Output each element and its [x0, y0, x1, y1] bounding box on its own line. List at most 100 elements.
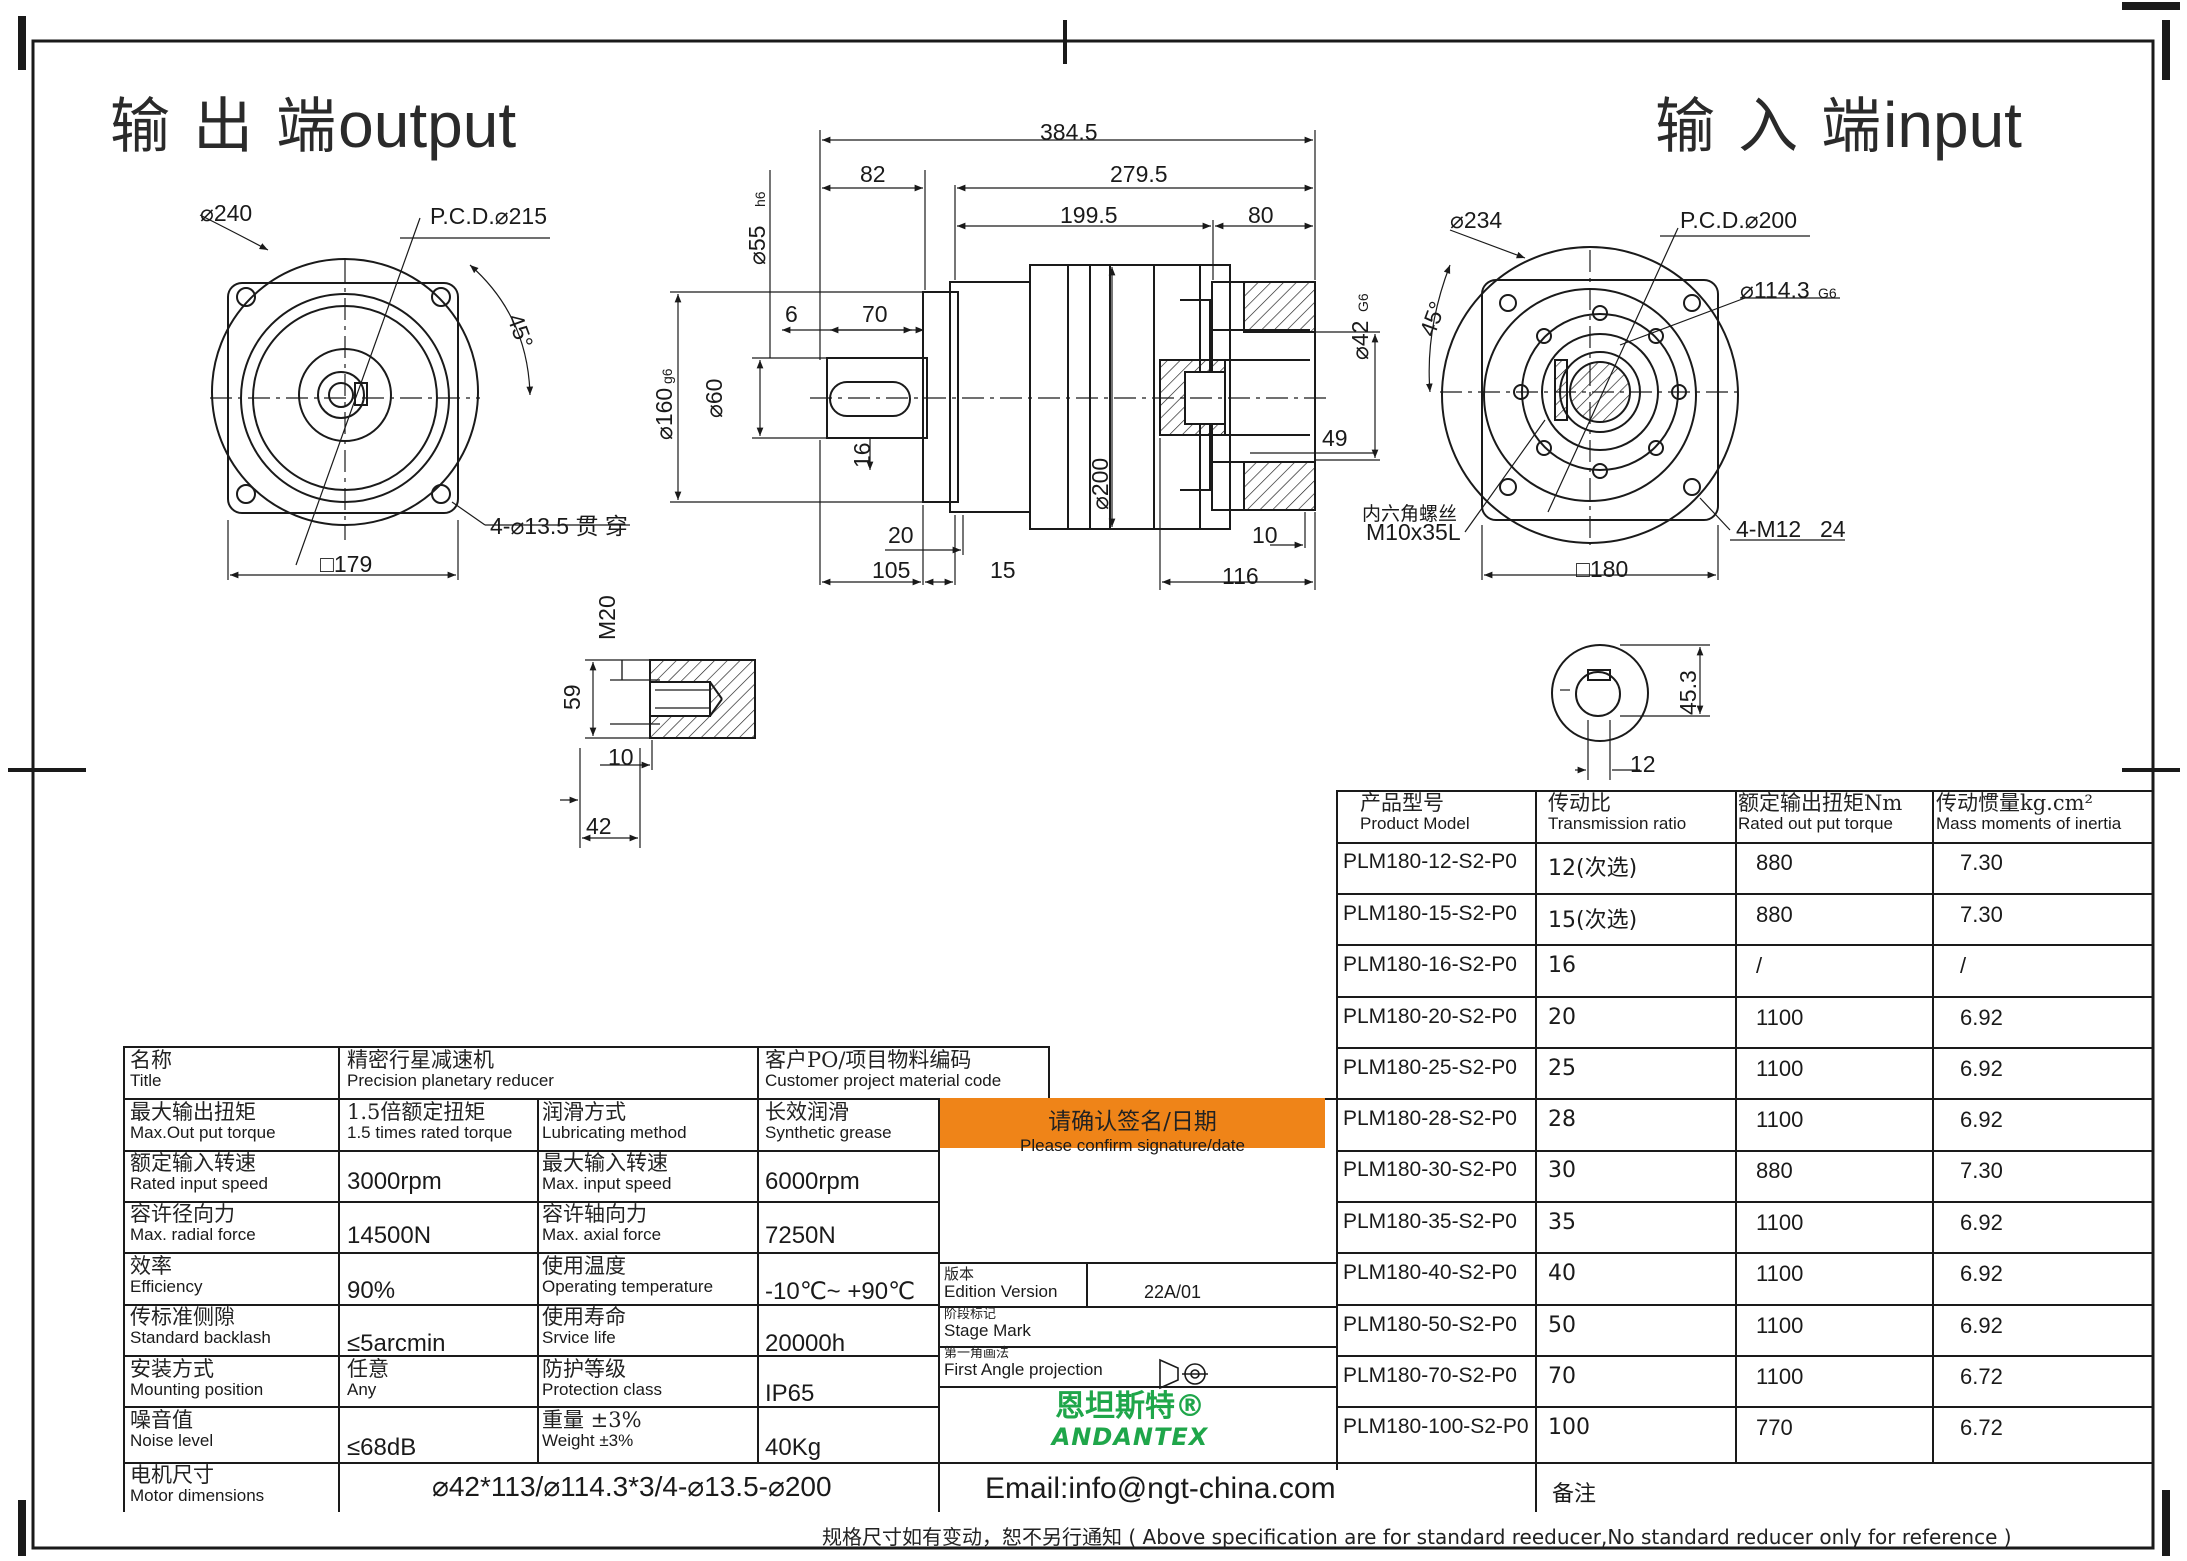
inertia-cell: 6.92 [1960, 1313, 2003, 1338]
spec-max-speed-value: 6000rpm [765, 1168, 860, 1195]
dim-g6-b: G6 [1355, 293, 1371, 312]
torque-cell: 1100 [1756, 1210, 1804, 1235]
dim-10-b: 10 [608, 744, 634, 770]
inertia-cell: 7.30 [1960, 850, 2003, 875]
dim-105: 105 [872, 557, 910, 583]
model-cell: PLM180-40-S2-P0 [1343, 1261, 1517, 1284]
dim-d114-3: ⌀114.3 [1740, 277, 1810, 303]
inertia-cell: 6.72 [1960, 1415, 2003, 1440]
torque-cell: 1100 [1756, 1313, 1804, 1338]
dim-116: 116 [1222, 563, 1259, 589]
spec-efficiency-value: 90% [347, 1277, 396, 1304]
model-cell: PLM180-35-S2-P0 [1343, 1210, 1517, 1233]
dim-12: 12 [1630, 751, 1656, 777]
dim-d240: ⌀240 [200, 200, 252, 226]
dim-80: 80 [1248, 202, 1274, 228]
screw-label-en: M10x35L [1366, 519, 1461, 545]
ratio-cell: 50 [1548, 1313, 1576, 1338]
model-cell: PLM180-12-S2-P0 [1343, 850, 1517, 873]
dim-279-5: 279.5 [1110, 161, 1168, 187]
dim-sq179: □179 [320, 551, 372, 577]
sheet-border [8, 2, 2180, 1556]
spec-weight-label: 重量 ±3%Weight ±3% [542, 1408, 642, 1451]
ratio-cell: 16 [1548, 953, 1576, 978]
ratio-cell: 40 [1548, 1261, 1576, 1286]
email-link[interactable]: Email:info@ngt-china.com [985, 1472, 1336, 1505]
dim-49: 49 [1322, 425, 1348, 451]
torque-cell: 880 [1756, 850, 1793, 875]
dim-pcd200: P.C.D.⌀200 [1680, 207, 1797, 233]
output-cn: 输 出 端 [110, 92, 339, 162]
spec-motor-value: ⌀42*113/⌀114.3*3/4-⌀13.5-⌀200 [432, 1471, 832, 1502]
torque-cell: 1100 [1756, 1056, 1804, 1081]
version-value: 22A/01 [1144, 1282, 1202, 1302]
ratio-cell: 28 [1548, 1107, 1576, 1132]
model-cell: PLM180-50-S2-P0 [1343, 1313, 1517, 1336]
dim-16: 16 [849, 442, 875, 468]
dim-m20: M20 [594, 595, 620, 640]
dim-d200: ⌀200 [1087, 458, 1113, 510]
side-section-view [670, 130, 1380, 590]
dim-15: 15 [990, 557, 1016, 583]
dim-6: 6 [785, 301, 798, 327]
dim-hole: 4-⌀13.5 贯 穿 [490, 513, 628, 539]
input-end-view [1425, 227, 1845, 580]
remark-label: 备注 [1552, 1482, 1597, 1507]
dim-45-b: 45° [1414, 298, 1450, 340]
torque-cell: 1100 [1756, 1107, 1804, 1132]
inertia-cell: 6.72 [1960, 1364, 2003, 1389]
torque-cell: 880 [1756, 902, 1793, 927]
ratio-cell: 35 [1548, 1210, 1576, 1235]
model-cell: PLM180-100-S2-P0 [1343, 1415, 1529, 1438]
dim-h6: h6 [752, 191, 768, 207]
screw-label-cn: 内六角螺丝 [1362, 503, 1457, 525]
input-en: input [1883, 89, 2022, 161]
model-cell: PLM180-20-S2-P0 [1343, 1005, 1517, 1028]
dim-199-5: 199.5 [1060, 202, 1118, 228]
input-cn: 输 入 端 [1655, 92, 1884, 162]
coupling-detail [1551, 644, 1710, 780]
torque-cell: 880 [1756, 1158, 1793, 1183]
output-end-view [199, 214, 630, 580]
dim-45: 45° [502, 310, 538, 352]
dim-g6-c: G6 [1818, 285, 1837, 301]
ratio-cell: 25 [1548, 1056, 1576, 1081]
dim-d234: ⌀234 [1450, 207, 1502, 233]
model-cell: PLM180-28-S2-P0 [1343, 1107, 1517, 1130]
spec-noise-value: ≤68dB [347, 1434, 417, 1461]
dim-d55: ⌀55 [744, 226, 770, 265]
projection-symbol [1159, 1358, 1208, 1390]
torque-cell: 1100 [1756, 1261, 1804, 1286]
dim-sq180: □180 [1576, 556, 1628, 582]
dim-10: 10 [1252, 522, 1278, 548]
dim-m12: 4-M12 [1736, 516, 1801, 542]
torque-cell: 770 [1756, 1415, 1793, 1440]
dim-45-3: 45.3 [1675, 670, 1701, 715]
dim-42-b: 42 [586, 813, 612, 839]
inertia-cell: 6.92 [1960, 1005, 2003, 1030]
spec-life-value: 20000h [765, 1330, 846, 1357]
dim-d160: ⌀160 [651, 388, 677, 440]
dim-d42: ⌀42 [1347, 321, 1373, 360]
shaft-key-detail [560, 659, 756, 848]
model-cell: PLM180-25-S2-P0 [1343, 1056, 1517, 1079]
model-cell: PLM180-70-S2-P0 [1343, 1364, 1517, 1387]
